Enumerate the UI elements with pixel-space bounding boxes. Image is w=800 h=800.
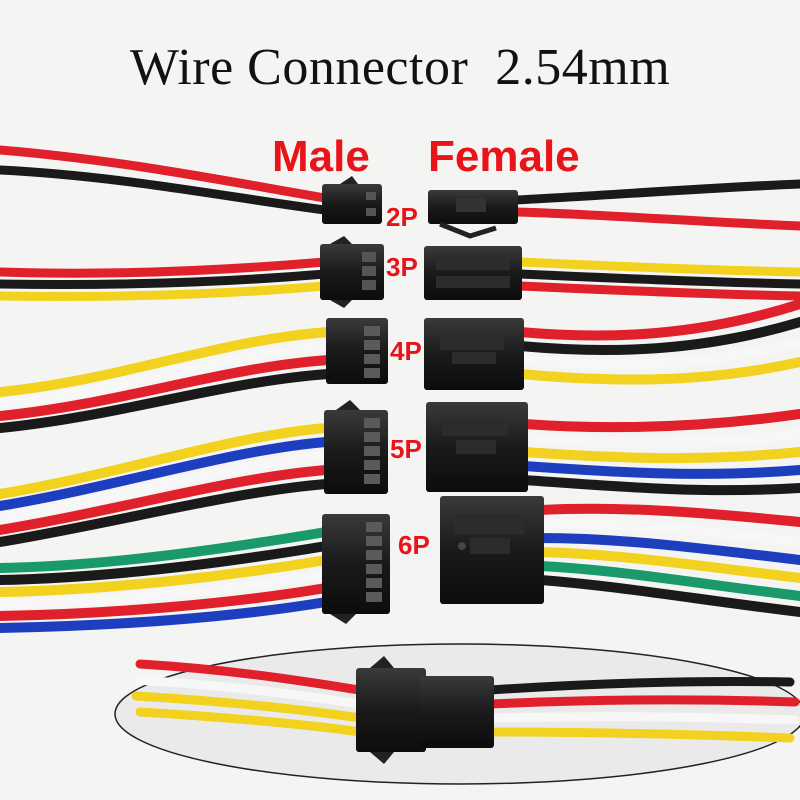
pin-label-2p: 2P [386,202,418,232]
male-connector-4p [326,318,388,384]
page-title: Wire Connector 2.54mm [129,39,671,96]
female-connector-6p [440,496,544,604]
mated-connector-inset [114,643,800,785]
pin-label-3p: 3P [386,252,418,282]
female-connector-4p [424,318,524,390]
female-label: Female [428,132,580,181]
female-connector-2p [428,190,518,239]
row-5p-wires [0,409,800,547]
male-connector-5p [324,400,388,494]
male-connector-6p [322,514,390,624]
row-6p-wires [0,503,800,633]
male-connector-3p [320,236,384,308]
row-2p-wires [0,145,800,231]
row-3p-wires [0,257,800,302]
pin-label-6p: 6P [398,530,430,560]
male-connector-2p [322,176,382,224]
pin-label-4p: 4P [390,336,422,366]
female-connector-5p [426,402,528,492]
female-connector-3p [424,246,522,300]
male-label: Male [272,132,370,181]
row-4p-wires [0,299,800,433]
pin-label-5p: 5P [390,434,422,464]
